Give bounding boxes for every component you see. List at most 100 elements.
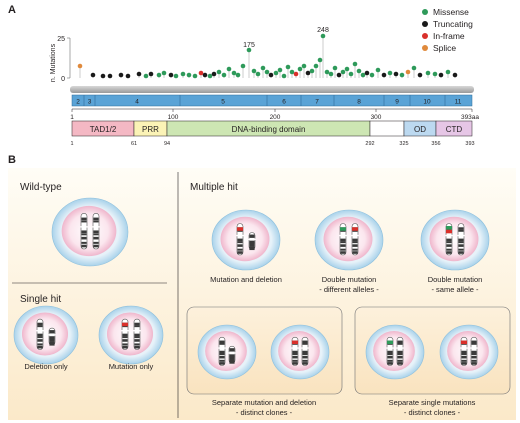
lollipop-head	[268, 72, 274, 78]
exon-9-label: 9	[395, 99, 399, 106]
legend-dot-missense	[422, 9, 428, 15]
caption-double-mutation-same-2: - same allele -	[431, 285, 479, 294]
lollipop-head	[246, 47, 252, 53]
lollipop-head	[445, 69, 451, 75]
legend-dot-inframe	[422, 33, 428, 39]
mutation-mark-green	[387, 340, 393, 345]
cell-nucleus	[61, 205, 117, 257]
lollipop-head	[305, 70, 311, 76]
domain-dbd-label: DNA-binding domain	[232, 125, 306, 134]
lollipop-head	[324, 69, 330, 75]
lollipop-head	[438, 72, 444, 78]
chromosome	[396, 336, 404, 366]
lollipop-head	[432, 71, 438, 77]
chromosome	[228, 345, 236, 364]
lollipop-head	[143, 73, 149, 79]
lollipop-head	[198, 70, 204, 76]
lollipop-head	[317, 57, 323, 63]
exon-bar: 2 3 4 5 6 7 8 9 10 11	[71, 94, 473, 107]
exon-11-label: 11	[455, 99, 462, 106]
lollipop-head	[285, 64, 291, 70]
lollipop-head	[411, 65, 417, 71]
exon-2-label: 2	[76, 99, 80, 106]
chromosome	[386, 336, 394, 366]
domain-prr-label: PRR	[142, 125, 159, 134]
mutation-mark-red	[237, 227, 243, 231]
lollipop-head	[202, 72, 208, 78]
lollipop-head	[240, 63, 246, 69]
exon-3-label: 3	[88, 99, 92, 106]
lollipop-head	[211, 71, 217, 77]
lollipop-head	[309, 68, 315, 74]
cell-nucleus	[21, 312, 69, 356]
exon-4-label: 4	[135, 99, 139, 106]
lollipop-head	[148, 71, 154, 77]
chromosome	[351, 223, 359, 256]
legend-missense: Missense	[433, 7, 469, 17]
peak-label-248: 248	[317, 27, 329, 34]
lollipop-head	[360, 72, 366, 78]
chromosome	[218, 336, 226, 366]
caption-separate-md-2: - distinct clones -	[236, 408, 293, 417]
caption-mutation-and-deletion: Mutation and deletion	[210, 275, 282, 284]
boundary-94: 94	[164, 141, 170, 147]
lollipop-head	[336, 72, 342, 78]
cell-double-mutation-different	[314, 209, 384, 271]
lollipop-head	[77, 63, 83, 69]
lollipop-head	[344, 66, 350, 72]
chromosome	[36, 318, 44, 350]
cell-clone-mutation-green	[365, 324, 425, 380]
panel-b-label: B	[8, 154, 16, 166]
lollipop-head	[173, 73, 179, 79]
lollipop-head	[281, 73, 287, 79]
caption-separate-single-2: - distinct clones -	[404, 408, 461, 417]
cell-nucleus	[447, 331, 489, 371]
protein-backbone	[70, 86, 474, 93]
legend: Missense Truncating In-frame Splice	[422, 7, 473, 53]
chromosome	[92, 213, 100, 250]
lollipop-head	[255, 71, 261, 77]
lollipop-head	[405, 69, 411, 75]
lollipop-head	[348, 71, 354, 77]
lollipop-head	[161, 70, 167, 76]
cell-clone-mutation-red-2	[439, 324, 499, 380]
multiple-hit-title: Multiple hit	[190, 182, 238, 193]
caption-mutation-only: Mutation only	[109, 362, 154, 371]
chromosome	[291, 336, 299, 366]
cell-nucleus	[106, 312, 154, 356]
lollipop-head	[369, 72, 375, 78]
lollipop-head	[352, 61, 358, 67]
lollipop-head	[313, 63, 319, 69]
aa-tick-100: 100	[168, 114, 179, 121]
lollipop-head	[425, 70, 431, 76]
lollipop-head	[221, 72, 227, 78]
legend-truncating: Truncating	[433, 19, 473, 29]
lollipop-head	[107, 73, 113, 79]
cells	[13, 197, 499, 380]
y-tick-label-0: 0	[61, 76, 65, 83]
legend-splice: Splice	[433, 43, 456, 53]
lollipop-head	[168, 72, 174, 78]
lollipop-head	[356, 68, 362, 74]
domain-ctd	[435, 120, 473, 137]
cell-wild-type	[51, 197, 129, 267]
lollipop-head	[125, 73, 131, 79]
aa-tick-300: 300	[371, 114, 382, 121]
mutation-mark-red	[122, 322, 128, 327]
exon-7-label: 7	[315, 99, 319, 106]
lollipop-head	[364, 70, 370, 76]
cell-clone-mutation-red	[270, 324, 330, 380]
caption-separate-md-1: Separate mutation and deletion	[212, 398, 316, 407]
lollipop-head	[118, 72, 124, 78]
cell-deletion-only	[13, 305, 79, 365]
cell-clone-deletion	[197, 324, 257, 380]
aa-axis: 1 100 200 300 393aa	[70, 108, 479, 121]
lollipop-head	[320, 33, 326, 39]
lollipop-head	[381, 72, 387, 78]
exon-6-label: 6	[282, 99, 286, 106]
y-tick-label-25: 25	[57, 36, 65, 43]
boundary-325: 325	[399, 141, 408, 147]
lollipop-head	[293, 71, 299, 77]
lollipop-head	[273, 70, 279, 76]
mutation-mark-red	[292, 340, 298, 345]
